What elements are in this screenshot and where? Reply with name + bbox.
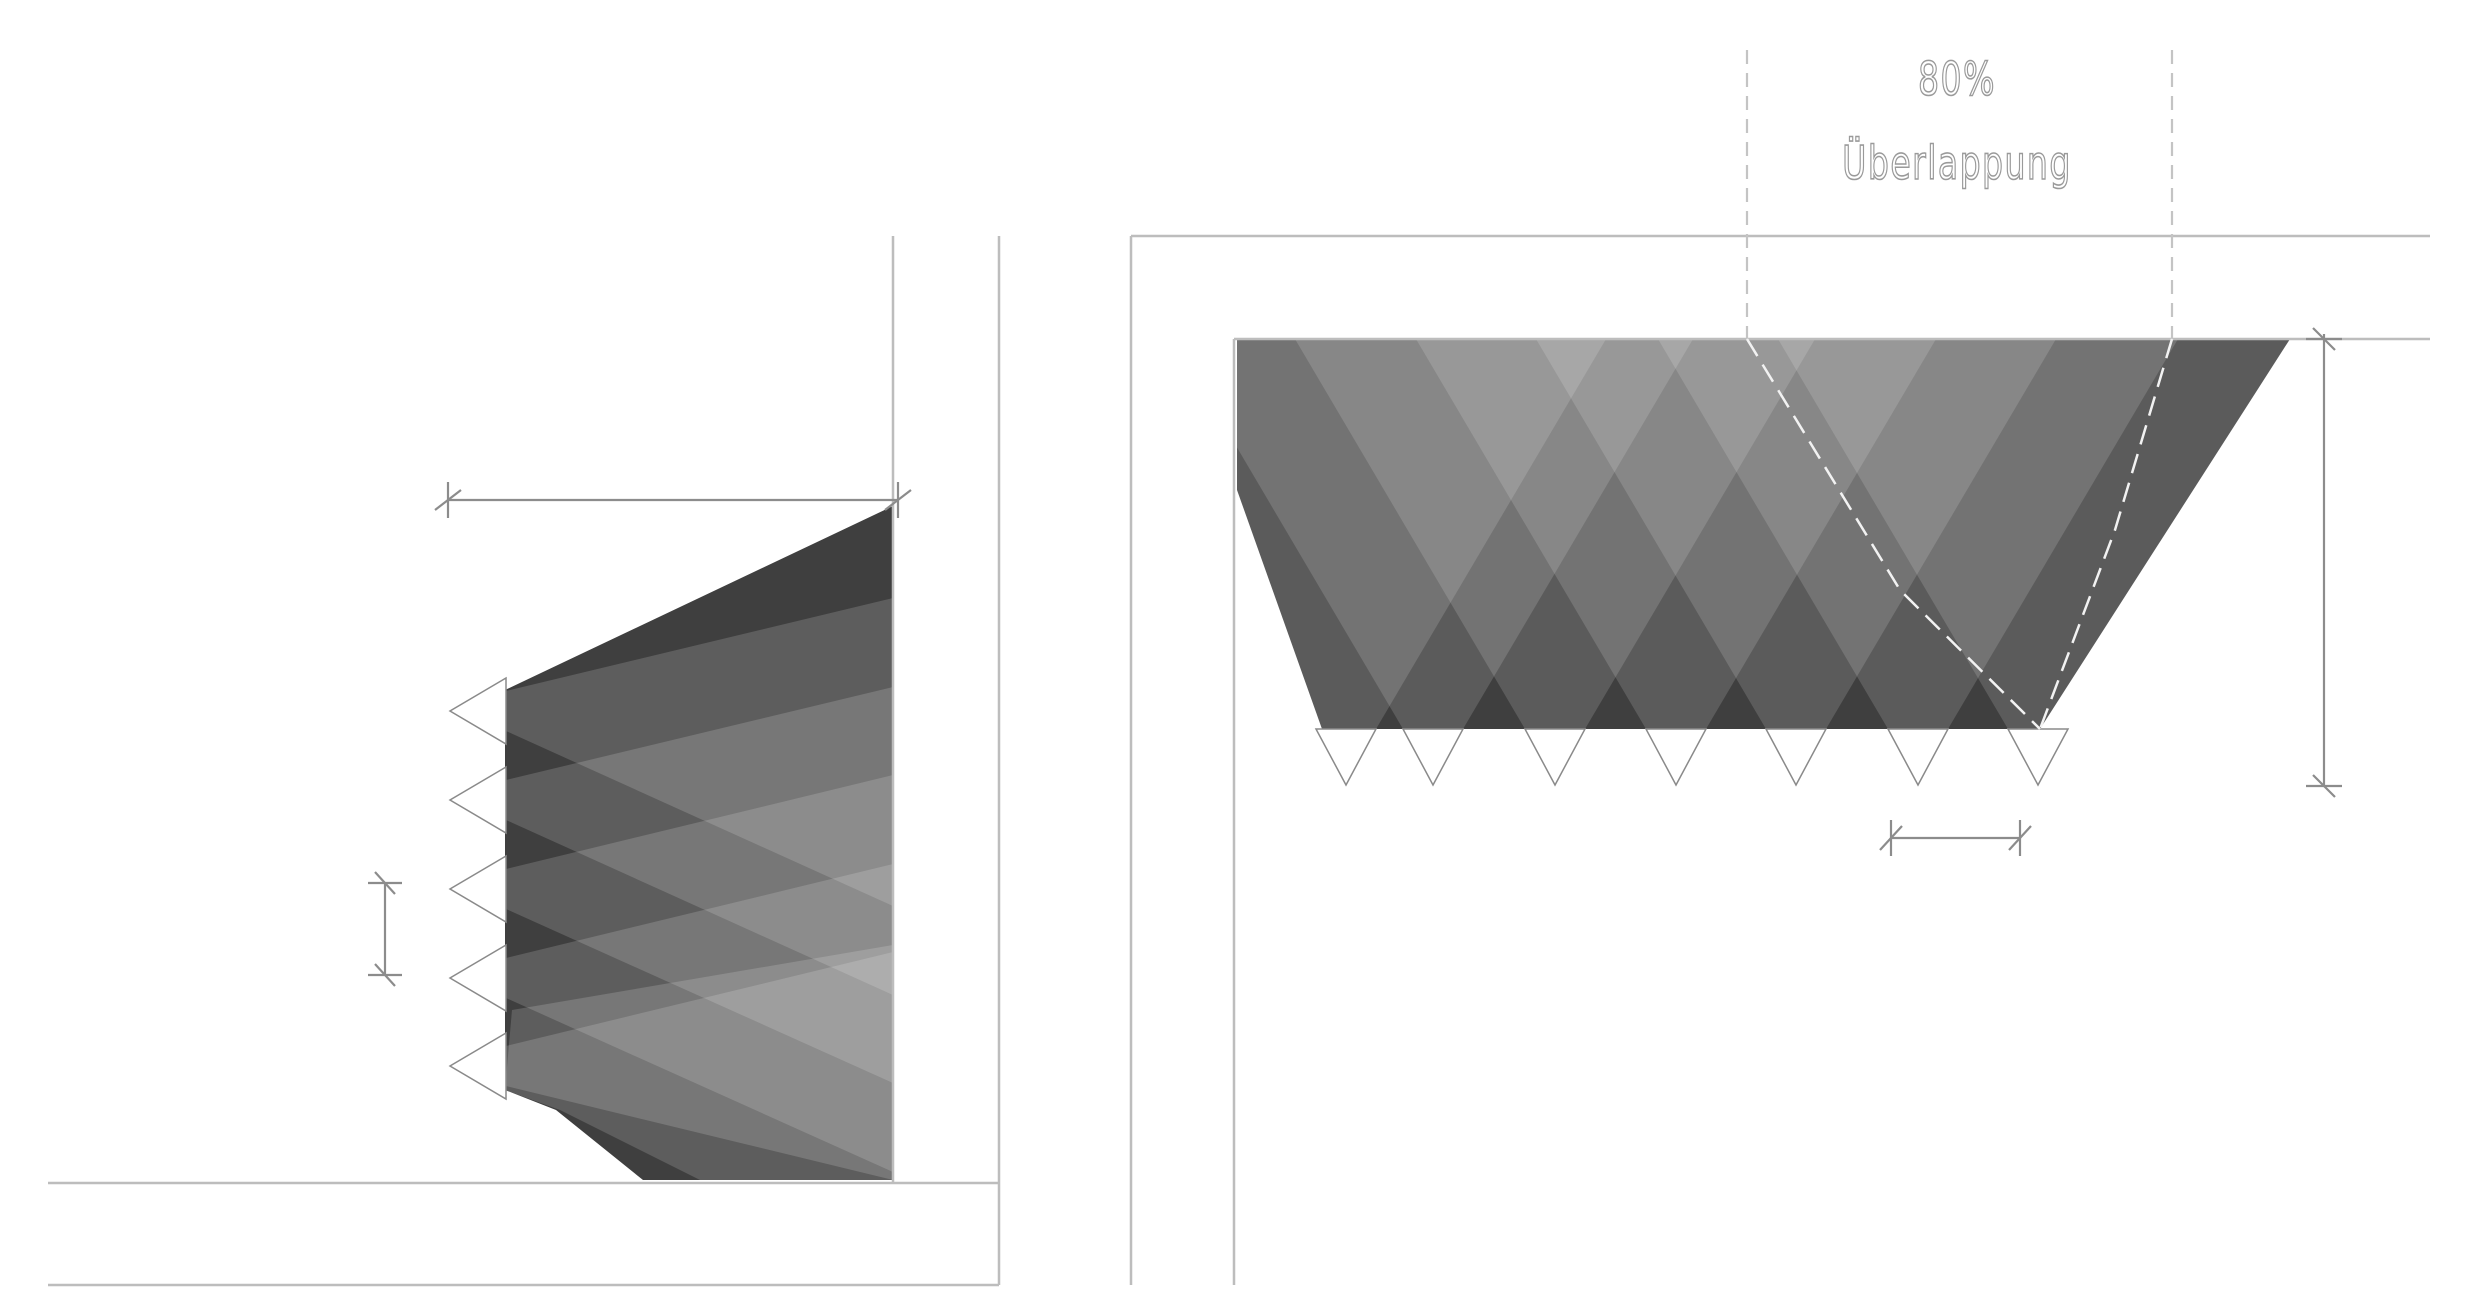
side-view <box>48 236 1001 1287</box>
beam-5 <box>506 952 893 1180</box>
luminaire-head-4 <box>1644 728 1708 787</box>
overlap-marker-lines <box>1745 50 2174 339</box>
beam-4 <box>1416 339 1936 729</box>
corner-view <box>1086 50 2430 1285</box>
beam-6 <box>1658 339 2178 729</box>
beam-7 <box>1778 339 2298 729</box>
side-view-horizontal-dimension <box>434 482 912 518</box>
corner-view-luminaire-heads <box>1314 728 2070 787</box>
beam-2 <box>1173 339 1693 729</box>
beam-5 <box>1536 339 2056 729</box>
side-view-luminaire-heads <box>448 676 507 1101</box>
luminaire-head-2 <box>448 765 507 835</box>
luminaire-head-5 <box>1764 728 1828 787</box>
luminaire-head-4 <box>448 943 507 1013</box>
overlap-text-label: Überlappung <box>1842 136 2072 190</box>
side-view-beams <box>505 506 893 1180</box>
luminaire-head-5 <box>448 1031 507 1101</box>
luminaire-head-7 <box>2006 728 2070 787</box>
beam-3 <box>1295 339 1815 729</box>
beam-base <box>505 506 893 1180</box>
luminaire-head-1 <box>1314 728 1378 787</box>
beam-4 <box>506 864 893 1172</box>
overlap-beam-outline <box>1745 338 2174 730</box>
luminaire-head-3 <box>448 854 507 924</box>
corner-view-walls <box>1129 234 2430 1285</box>
side-view-spacing-dimension <box>368 871 402 987</box>
beam-1 <box>1086 339 1606 729</box>
overlap-percent-label: 80% <box>1917 52 1996 106</box>
luminaire-head-6 <box>1886 728 1950 787</box>
side-view-walls <box>48 236 1001 1287</box>
beam-1 <box>506 598 893 906</box>
corner-view-spacing-dimension <box>1879 820 2032 856</box>
corner-view-vertical-dimension <box>2306 327 2342 798</box>
corner-view-beams <box>1086 339 2298 729</box>
luminaire-head-3 <box>1523 728 1587 787</box>
beam-lower <box>505 945 893 1180</box>
luminaire-head-1 <box>448 676 507 746</box>
beam-2 <box>506 687 893 995</box>
beam-3 <box>506 775 893 1083</box>
beam-base <box>1237 339 2290 729</box>
luminaire-head-2 <box>1401 728 1465 787</box>
